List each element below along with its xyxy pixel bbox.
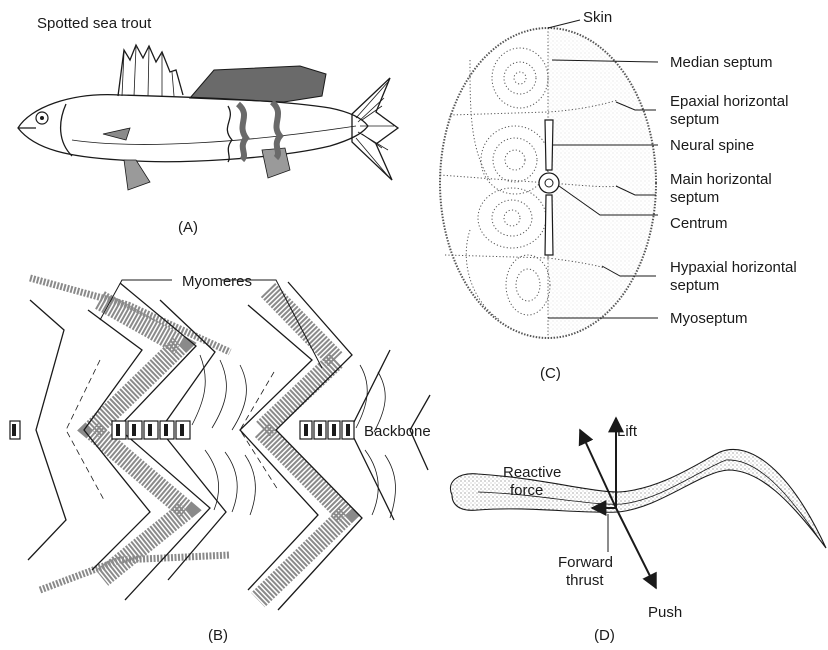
gill-cover [61, 104, 72, 156]
label-skin: Skin [583, 9, 612, 26]
label-median-septum: Median septum [670, 54, 773, 71]
myoseptum-lines [28, 282, 430, 610]
label-main-septum-2: septum [670, 189, 719, 206]
label-backbone: Backbone [364, 423, 431, 440]
caption-b: (B) [208, 627, 228, 644]
label-forward-thrust-2: thrust [566, 572, 604, 589]
label-myomeres: Myomeres [182, 273, 252, 290]
label-centrum: Centrum [670, 215, 728, 232]
panel-c: Skin Median septum Epaxial horizontal se… [440, 9, 797, 382]
label-push: Push [648, 604, 682, 621]
label-reactive-force-2: force [510, 482, 543, 499]
label-main-septum-1: Main horizontal [670, 171, 772, 188]
haemal-spine [545, 195, 553, 255]
push-arrow [616, 508, 656, 588]
fish-body [18, 95, 368, 162]
panel-d: Lift Reactive force Forward thrust Push … [450, 418, 826, 644]
fish-illustration [18, 45, 398, 190]
panel-b: Myomeres Backbone (B) [10, 273, 431, 644]
caption-a: (A) [178, 219, 198, 236]
caudal-fin-rays [356, 82, 394, 176]
stippled-skin-band [548, 28, 656, 338]
fish-title: Spotted sea trout [37, 15, 152, 32]
caption-c: (C) [540, 365, 561, 382]
label-lift: Lift [617, 423, 638, 440]
backbone-vertebrae [10, 421, 354, 439]
label-hypaxial-septum-1: Hypaxial horizontal [670, 259, 797, 276]
body-myomere-band-1 [238, 104, 246, 160]
caption-d: (D) [594, 627, 615, 644]
label-myoseptum: Myoseptum [670, 310, 748, 327]
label-reactive-force-1: Reactive [503, 464, 561, 481]
label-forward-thrust-1: Forward [558, 554, 613, 571]
label-neural-spine: Neural spine [670, 137, 754, 154]
label-hypaxial-septum-2: septum [670, 277, 719, 294]
pelvic-fin [124, 160, 150, 190]
label-epaxial-septum-1: Epaxial horizontal [670, 93, 788, 110]
neural-spine [545, 120, 553, 170]
dorsal-fin-rays [122, 47, 174, 96]
soft-dorsal-fin [190, 66, 326, 102]
label-epaxial-septum-2: septum [670, 111, 719, 128]
caudal-fin [352, 78, 398, 180]
pectoral-fin [103, 128, 130, 140]
panel-a: Spotted sea trout [18, 15, 398, 236]
